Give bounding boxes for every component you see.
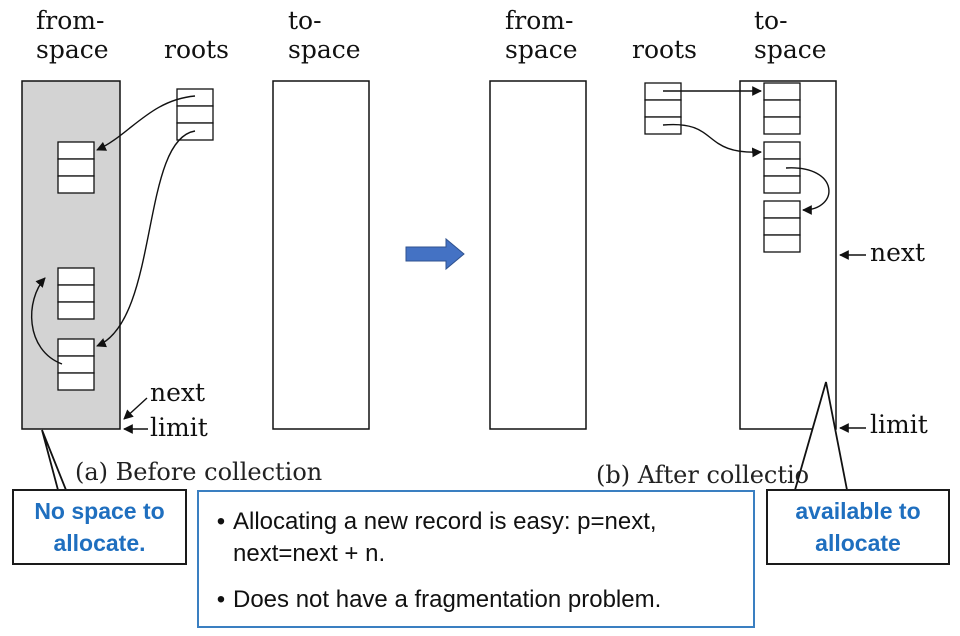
info-bullet-1-line-1: Allocating a new record is easy: p=next, xyxy=(233,508,657,535)
right-copied-record-1 xyxy=(763,82,801,135)
info-box: • Allocating a new record is easy: p=nex… xyxy=(197,490,755,628)
left-caption: (a) Before collection xyxy=(75,458,323,486)
bullet-dot-icon: • xyxy=(216,586,226,613)
right-callout-line-2: allocate xyxy=(815,530,901,556)
info-bullet-2: • Does not have a fragmentation problem. xyxy=(209,584,743,616)
left-pointer-root-to-a xyxy=(96,95,196,151)
left-pointer-c-to-b xyxy=(31,277,63,365)
right-callout-box: available to allocate xyxy=(766,489,950,565)
left-record-a xyxy=(57,141,95,194)
right-to-space-region xyxy=(739,80,837,430)
left-record-c xyxy=(57,338,95,391)
left-next-arrow xyxy=(123,397,148,420)
left-callout-box: No space to allocate. xyxy=(12,489,187,565)
right-roots-label: roots xyxy=(632,35,697,64)
left-pointer-root-to-c xyxy=(96,130,196,348)
right-copied-record-3 xyxy=(763,200,801,253)
right-pointer-2-to-3 xyxy=(785,167,830,215)
right-copied-record-2 xyxy=(763,141,801,194)
left-record-b xyxy=(57,267,95,320)
right-next-label: next xyxy=(870,238,926,267)
right-limit-label: limit xyxy=(870,410,928,439)
left-to-space-region xyxy=(272,80,370,430)
left-roots-label: roots xyxy=(164,35,229,64)
info-bullet-2-text: Does not have a fragmentation problem. xyxy=(233,586,662,613)
right-callout-line-1: available to xyxy=(795,498,921,524)
right-caption: (b) After collectio xyxy=(596,461,810,489)
right-from-space-region xyxy=(489,80,587,430)
right-pointer-root-to-2 xyxy=(662,123,762,158)
left-from-space-label: from-space xyxy=(36,6,109,64)
info-bullet-1-line-2: next=next + n. xyxy=(233,540,386,567)
left-limit-label: limit xyxy=(150,413,208,442)
bullet-dot-icon: • xyxy=(216,508,226,535)
info-bullet-1: • Allocating a new record is easy: p=nex… xyxy=(209,506,743,570)
left-callout-line-2: allocate. xyxy=(53,530,146,556)
left-callout-pointer xyxy=(41,429,68,491)
left-callout-line-1: No space to xyxy=(34,498,165,524)
transition-arrow xyxy=(405,237,465,271)
left-next-label: next xyxy=(150,378,206,407)
right-from-space-label: from-space xyxy=(505,6,578,64)
right-to-space-label: to-space xyxy=(754,6,827,64)
left-to-space-label: to-space xyxy=(288,6,361,64)
